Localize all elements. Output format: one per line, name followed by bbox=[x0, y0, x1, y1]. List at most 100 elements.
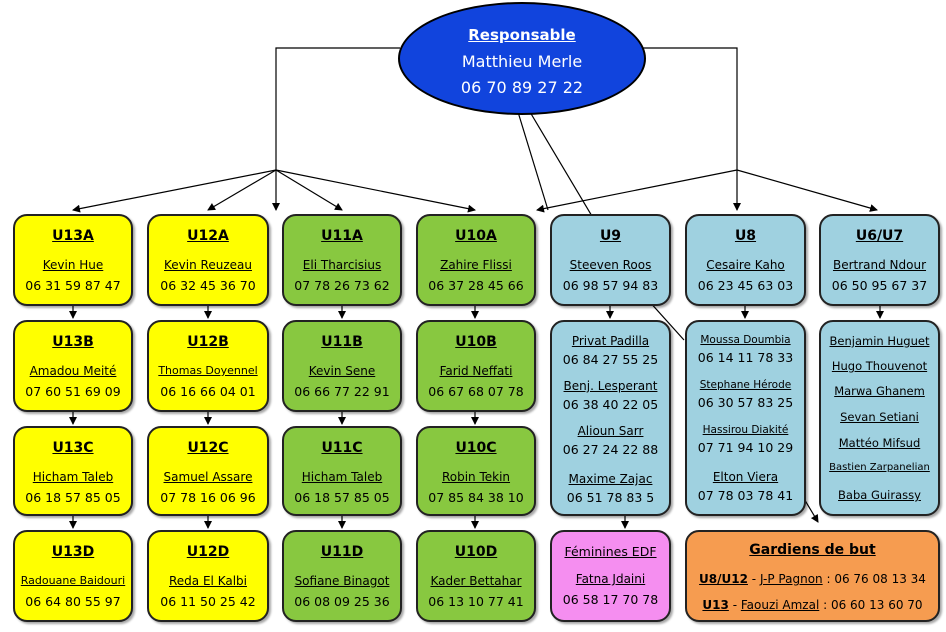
staff-box-u8: Moussa Doumbia 06 14 11 78 33 Stephane H… bbox=[685, 320, 806, 516]
feminines-title: Féminines EDF bbox=[564, 544, 657, 559]
team-title: U11B bbox=[321, 334, 363, 350]
gardien-category: U8/U12 bbox=[699, 572, 748, 586]
coach-name: Hicham Taleb bbox=[301, 470, 383, 484]
feminines-box: Féminines EDF Fatna Jdaini 06 58 17 70 7… bbox=[550, 530, 671, 622]
team-box-u13d: U13D Radouane Baidouri 06 64 80 55 97 bbox=[13, 530, 133, 622]
team-box-u10d: U10D Kader Bettahar 06 13 10 77 41 bbox=[416, 530, 536, 622]
team-box-u13a: U13A Kevin Hue 06 31 59 87 47 bbox=[13, 214, 133, 306]
staff-phone: 06 14 11 78 33 bbox=[697, 350, 794, 365]
team-title: U10A bbox=[455, 228, 497, 244]
team-title: U11D bbox=[320, 544, 364, 560]
staff-item: Maxime Zajac 06 51 78 83 5 bbox=[552, 472, 669, 505]
team-title: U13D bbox=[51, 544, 95, 560]
responsable-title: Responsable bbox=[468, 26, 576, 44]
separator: - bbox=[728, 598, 741, 612]
team-box-u10a: U10A Zahire Flissi 06 37 28 45 66 bbox=[416, 214, 536, 306]
team-title: U12D bbox=[186, 544, 230, 560]
gardien-phone: : 06 76 08 13 34 bbox=[822, 572, 926, 586]
team-box-u8: U8 Cesaire Kaho 06 23 45 63 03 bbox=[685, 214, 806, 306]
coach-phone: 06 98 57 94 83 bbox=[562, 278, 659, 293]
coach-phone: 06 50 95 67 37 bbox=[831, 278, 928, 293]
coach-phone: 06 16 66 04 01 bbox=[160, 384, 256, 399]
team-box-u9: U9 Steeven Roos 06 98 57 94 83 bbox=[550, 214, 671, 306]
coach-name: Kevin Hue bbox=[42, 258, 104, 272]
team-box-u11a: U11A Eli Tharcisius 07 78 26 73 62 bbox=[282, 214, 402, 306]
team-box-u12c: U12C Samuel Assare 07 78 16 06 96 bbox=[147, 426, 269, 516]
team-box-u12a: U12A Kevin Reuzeau 06 32 45 36 70 bbox=[147, 214, 269, 306]
staff-item: Hassirou Diakité 07 71 94 10 29 bbox=[687, 424, 804, 455]
team-title: U12C bbox=[187, 440, 229, 456]
team-box-u6-u7: U6/U7 Bertrand Ndour 06 50 95 67 37 bbox=[819, 214, 940, 306]
coach-name: Hicham Taleb bbox=[32, 470, 114, 484]
staff-phone: 06 30 57 83 25 bbox=[697, 395, 794, 410]
team-box-u10c: U10C Robin Tekin 07 85 84 38 10 bbox=[416, 426, 536, 516]
staff-name: Bastien Zarpanelian bbox=[829, 462, 930, 473]
coach-name: Sofiane Binagot bbox=[294, 574, 390, 588]
team-title: U11A bbox=[321, 228, 363, 244]
staff-phone: 06 84 27 55 25 bbox=[562, 352, 659, 367]
staff-item: Benj. Lesperant 06 38 40 22 05 bbox=[552, 379, 669, 412]
team-box-u11b: U11B Kevin Sene 06 66 77 22 91 bbox=[282, 320, 402, 412]
staff-name: Marwa Ghanem bbox=[834, 384, 925, 398]
staff-item: Alioun Sarr 06 27 24 22 88 bbox=[552, 424, 669, 457]
gardien-name: Faouzi Amzal bbox=[740, 598, 820, 612]
coach-name: Fatna Jdaini bbox=[575, 572, 646, 586]
coach-name: Samuel Assare bbox=[163, 470, 253, 484]
separator: - bbox=[747, 572, 760, 586]
coach-phone: 06 67 68 07 78 bbox=[428, 384, 524, 399]
coach-name: Bertrand Ndour bbox=[832, 258, 927, 272]
staff-name: Mattéo Mifsud bbox=[838, 436, 921, 450]
coach-name: Zahire Flissi bbox=[440, 258, 512, 272]
staff-phone: 06 27 24 22 88 bbox=[562, 442, 659, 457]
coach-phone: 06 64 80 55 97 bbox=[25, 594, 121, 609]
gardiens-line-2: U13 - Faouzi Amzal : 06 60 13 60 70 bbox=[687, 598, 938, 612]
coach-phone: 07 78 26 73 62 bbox=[294, 278, 390, 293]
staff-name: Moussa Doumbia bbox=[700, 334, 791, 346]
coach-name: Reda El Kalbi bbox=[169, 574, 247, 588]
coach-phone: 06 08 09 25 36 bbox=[294, 594, 390, 609]
staff-name: Maxime Zajac bbox=[568, 472, 653, 486]
staff-item: Stephane Hérode 06 30 57 83 25 bbox=[687, 379, 804, 410]
gardiens-line-1: U8/U12 - J-P Pagnon : 06 76 08 13 34 bbox=[687, 572, 938, 586]
coach-phone: 07 78 16 06 96 bbox=[160, 490, 256, 505]
responsable-phone: 06 70 89 27 22 bbox=[460, 78, 584, 97]
team-title: U13B bbox=[52, 334, 94, 350]
team-title: U13A bbox=[52, 228, 94, 244]
team-title: U13C bbox=[52, 440, 94, 456]
staff-phone: 06 51 78 83 5 bbox=[566, 490, 655, 505]
staff-phone: 06 38 40 22 05 bbox=[562, 397, 659, 412]
team-title: U12A bbox=[187, 228, 229, 244]
coach-name: Radouane Baidouri bbox=[20, 574, 126, 587]
coach-phone: 06 32 45 36 70 bbox=[160, 278, 256, 293]
responsable-ellipse: Responsable Matthieu Merle 06 70 89 27 2… bbox=[398, 2, 646, 115]
team-box-u11c: U11C Hicham Taleb 06 18 57 85 05 bbox=[282, 426, 402, 516]
coach-name: Robin Tekin bbox=[441, 470, 511, 484]
coach-name: Kevin Sene bbox=[308, 364, 376, 378]
team-title: U6/U7 bbox=[855, 228, 904, 244]
team-title: U10C bbox=[455, 440, 497, 456]
team-box-u11d: U11D Sofiane Binagot 06 08 09 25 36 bbox=[282, 530, 402, 622]
staff-name: Benj. Lesperant bbox=[563, 379, 658, 393]
coach-name: Thomas Doyennel bbox=[158, 364, 258, 377]
coach-name: Cesaire Kaho bbox=[706, 258, 785, 272]
team-title: U9 bbox=[599, 228, 622, 244]
staff-name: Baba Guirassy bbox=[838, 488, 921, 502]
gardiens-title: Gardiens de but bbox=[749, 542, 876, 558]
staff-name: Privat Padilla bbox=[571, 334, 650, 348]
gardien-category: U13 bbox=[702, 598, 729, 612]
coach-phone: 06 23 45 63 03 bbox=[697, 278, 794, 293]
team-title: U10B bbox=[455, 334, 497, 350]
coach-phone: 06 66 77 22 91 bbox=[294, 384, 390, 399]
coach-phone: 06 13 10 77 41 bbox=[428, 594, 524, 609]
coach-name: Steeven Roos bbox=[569, 258, 652, 272]
team-box-u12b: U12B Thomas Doyennel 06 16 66 04 01 bbox=[147, 320, 269, 412]
gardiens-box: Gardiens de but U8/U12 - J-P Pagnon : 06… bbox=[685, 530, 940, 622]
coach-name: Eli Tharcisius bbox=[302, 258, 382, 272]
coach-phone: 07 60 51 69 09 bbox=[25, 384, 121, 399]
staff-name: Stephane Hérode bbox=[699, 379, 792, 391]
staff-name: Alioun Sarr bbox=[577, 424, 644, 438]
staff-item: Moussa Doumbia 06 14 11 78 33 bbox=[687, 334, 804, 365]
coach-name: Kevin Reuzeau bbox=[164, 258, 252, 272]
staff-item: Elton Viera 07 78 03 78 41 bbox=[687, 470, 804, 503]
